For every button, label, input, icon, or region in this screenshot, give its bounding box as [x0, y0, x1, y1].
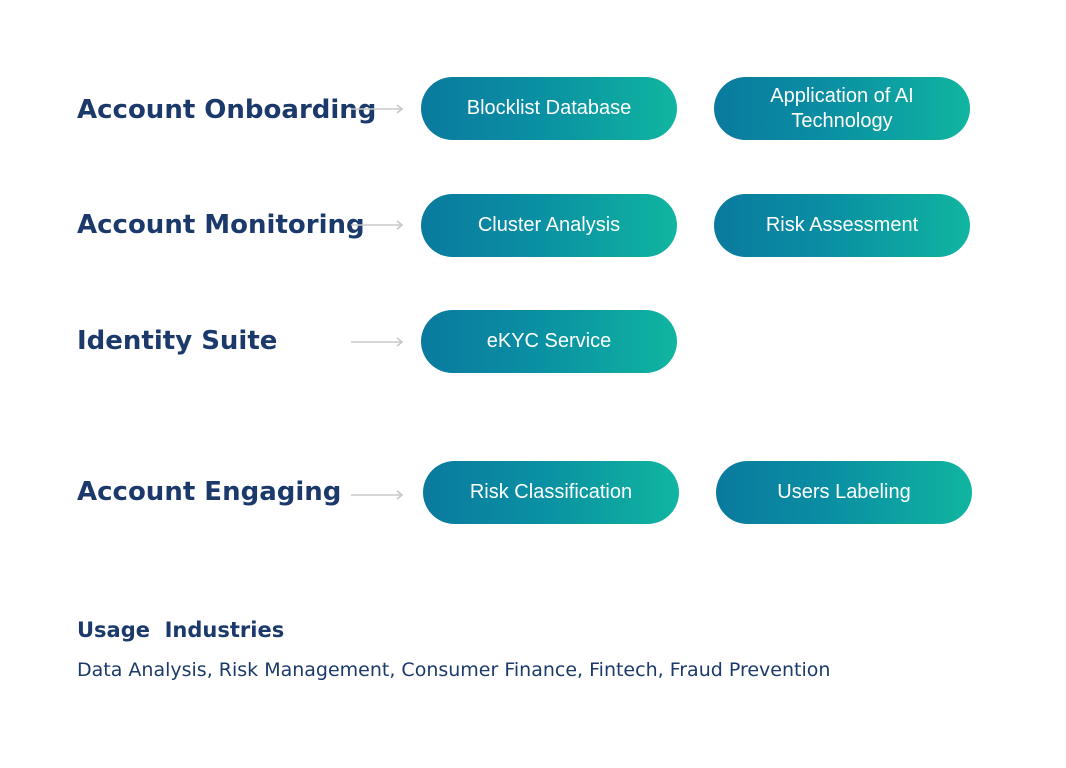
pill-ekyc-service: eKYC Service: [421, 310, 677, 373]
usage-industries-text: Data Analysis, Risk Management, Consumer…: [77, 659, 831, 681]
row-label-account-monitoring: Account Monitoring: [77, 210, 365, 240]
pill-users-labeling: Users Labeling: [716, 461, 972, 524]
row-label-identity-suite: Identity Suite: [77, 326, 278, 356]
pill-cluster-analysis: Cluster Analysis: [421, 194, 677, 257]
arrow-icon: [350, 489, 404, 501]
pill-risk-assessment: Risk Assessment: [714, 194, 970, 257]
arrow-icon: [350, 219, 404, 231]
row-label-account-onboarding: Account Onboarding: [77, 95, 377, 125]
usage-industries-title: Usage Industries: [77, 618, 285, 642]
arrow-icon: [350, 336, 404, 348]
pill-blocklist-database: Blocklist Database: [421, 77, 677, 140]
pill-risk-classification: Risk Classification: [423, 461, 679, 524]
arrow-icon: [350, 103, 404, 115]
pill-application-of-ai-technology: Application of AI Technology: [714, 77, 970, 140]
row-label-account-engaging: Account Engaging: [77, 477, 342, 507]
